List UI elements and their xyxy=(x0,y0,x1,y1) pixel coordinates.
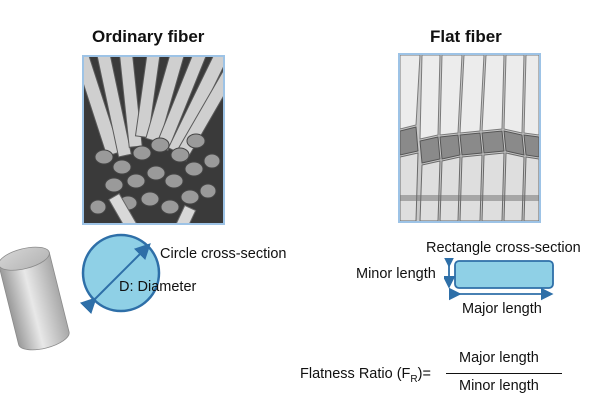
rectangle-cross-section xyxy=(444,258,554,301)
fraction-bar xyxy=(446,373,562,374)
diameter-arrow xyxy=(80,243,151,314)
circle-cross-section-label: Circle cross-section xyxy=(160,246,287,262)
cylinder-icon xyxy=(0,246,70,351)
flatness-ratio-label: Flatness Ratio (FR)= xyxy=(300,366,431,385)
flatness-ratio-subscript: R xyxy=(410,373,418,385)
minor-length-label: Minor length xyxy=(356,266,436,282)
major-length-label: Major length xyxy=(462,301,542,317)
formula-numerator: Major length xyxy=(459,350,539,366)
formula-denominator: Minor length xyxy=(459,378,539,394)
ordinary-fiber-heading: Ordinary fiber xyxy=(92,27,205,46)
flat-fiber-photo xyxy=(398,53,541,223)
circle-cross-section xyxy=(80,233,161,314)
flat-fiber-heading: Flat fiber xyxy=(430,27,502,46)
ordinary-fiber-photo xyxy=(82,55,225,225)
diameter-label: D: Diameter xyxy=(119,279,197,295)
rectangle-cross-section-label: Rectangle cross-section xyxy=(426,240,581,256)
